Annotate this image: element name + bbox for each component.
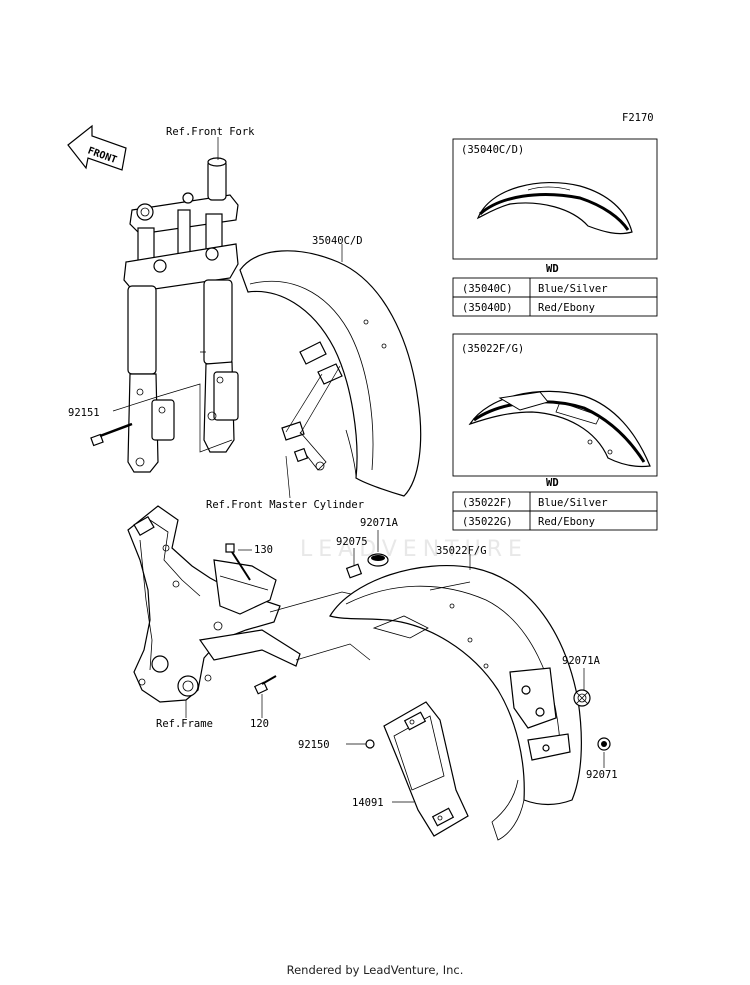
label-ref-front-fork: Ref.Front Fork	[166, 126, 255, 138]
inset-rear-row-2-color: Red/Ebony	[538, 516, 595, 528]
rear-fender-drawing	[329, 564, 582, 841]
inset-rear-row-2-code: (35022G)	[462, 516, 513, 528]
grommet-92071a-right	[573, 689, 591, 707]
label-130: 130	[254, 544, 273, 556]
label-35040cd: 35040C/D	[312, 235, 363, 247]
inset-front-row-1-color: Blue/Silver	[538, 283, 608, 295]
inset-front-header: WD	[546, 263, 559, 275]
inset-rear-fender: (35022F/G) WD (35022F) Blue/Silver (3502…	[452, 333, 658, 531]
inset-front-fender: (35040C/D) WD (35040C) Blue/Silver (3504…	[452, 138, 658, 317]
mud-flap-drawing	[383, 701, 469, 837]
footer-credit: Rendered by LeadVenture, Inc.	[286, 963, 464, 977]
frame-drawing	[127, 505, 301, 703]
brake-hose-clamp-drawing	[281, 421, 327, 471]
inset-rear-row-1-color: Blue/Silver	[538, 497, 608, 509]
label-92071a-top: 92071A	[360, 517, 399, 529]
front-fender-drawing	[239, 250, 422, 497]
front-fork-drawing	[123, 157, 239, 473]
label-35022fg: 35022F/G	[436, 545, 487, 557]
inset-rear-row-1-code: (35022F)	[462, 497, 513, 509]
label-ref-frame: Ref.Frame	[156, 718, 213, 730]
label-92071: 92071	[586, 769, 618, 781]
label-92075: 92075	[336, 536, 368, 548]
inset-rear-title: (35022F/G)	[461, 343, 524, 355]
inset-front-row-1-code: (35040C)	[462, 283, 513, 295]
grommet-92071a-top	[367, 553, 389, 567]
inset-rear-header: WD	[546, 477, 559, 489]
bolt-92151	[90, 422, 133, 447]
part-92075	[345, 563, 363, 579]
inset-front-row-2-code: (35040D)	[462, 302, 513, 314]
label-14091: 14091	[352, 797, 384, 809]
label-92151: 92151	[68, 407, 100, 419]
label-92150: 92150	[298, 739, 330, 751]
part-92150	[365, 739, 375, 749]
front-arrow-icon: FRONT	[67, 124, 127, 171]
label-120: 120	[250, 718, 269, 730]
inset-front-title: (35040C/D)	[461, 144, 524, 156]
inset-front-row-2-color: Red/Ebony	[538, 302, 595, 314]
bolt-130	[225, 543, 251, 581]
grommet-92071	[597, 737, 611, 751]
bolt-120	[253, 675, 277, 695]
watermark: LEADVENTURE	[300, 537, 528, 562]
figure-code: F2170	[622, 112, 654, 124]
label-92071a-right: 92071A	[562, 655, 601, 667]
label-ref-front-master-cylinder: Ref.Front Master Cylinder	[206, 499, 364, 511]
